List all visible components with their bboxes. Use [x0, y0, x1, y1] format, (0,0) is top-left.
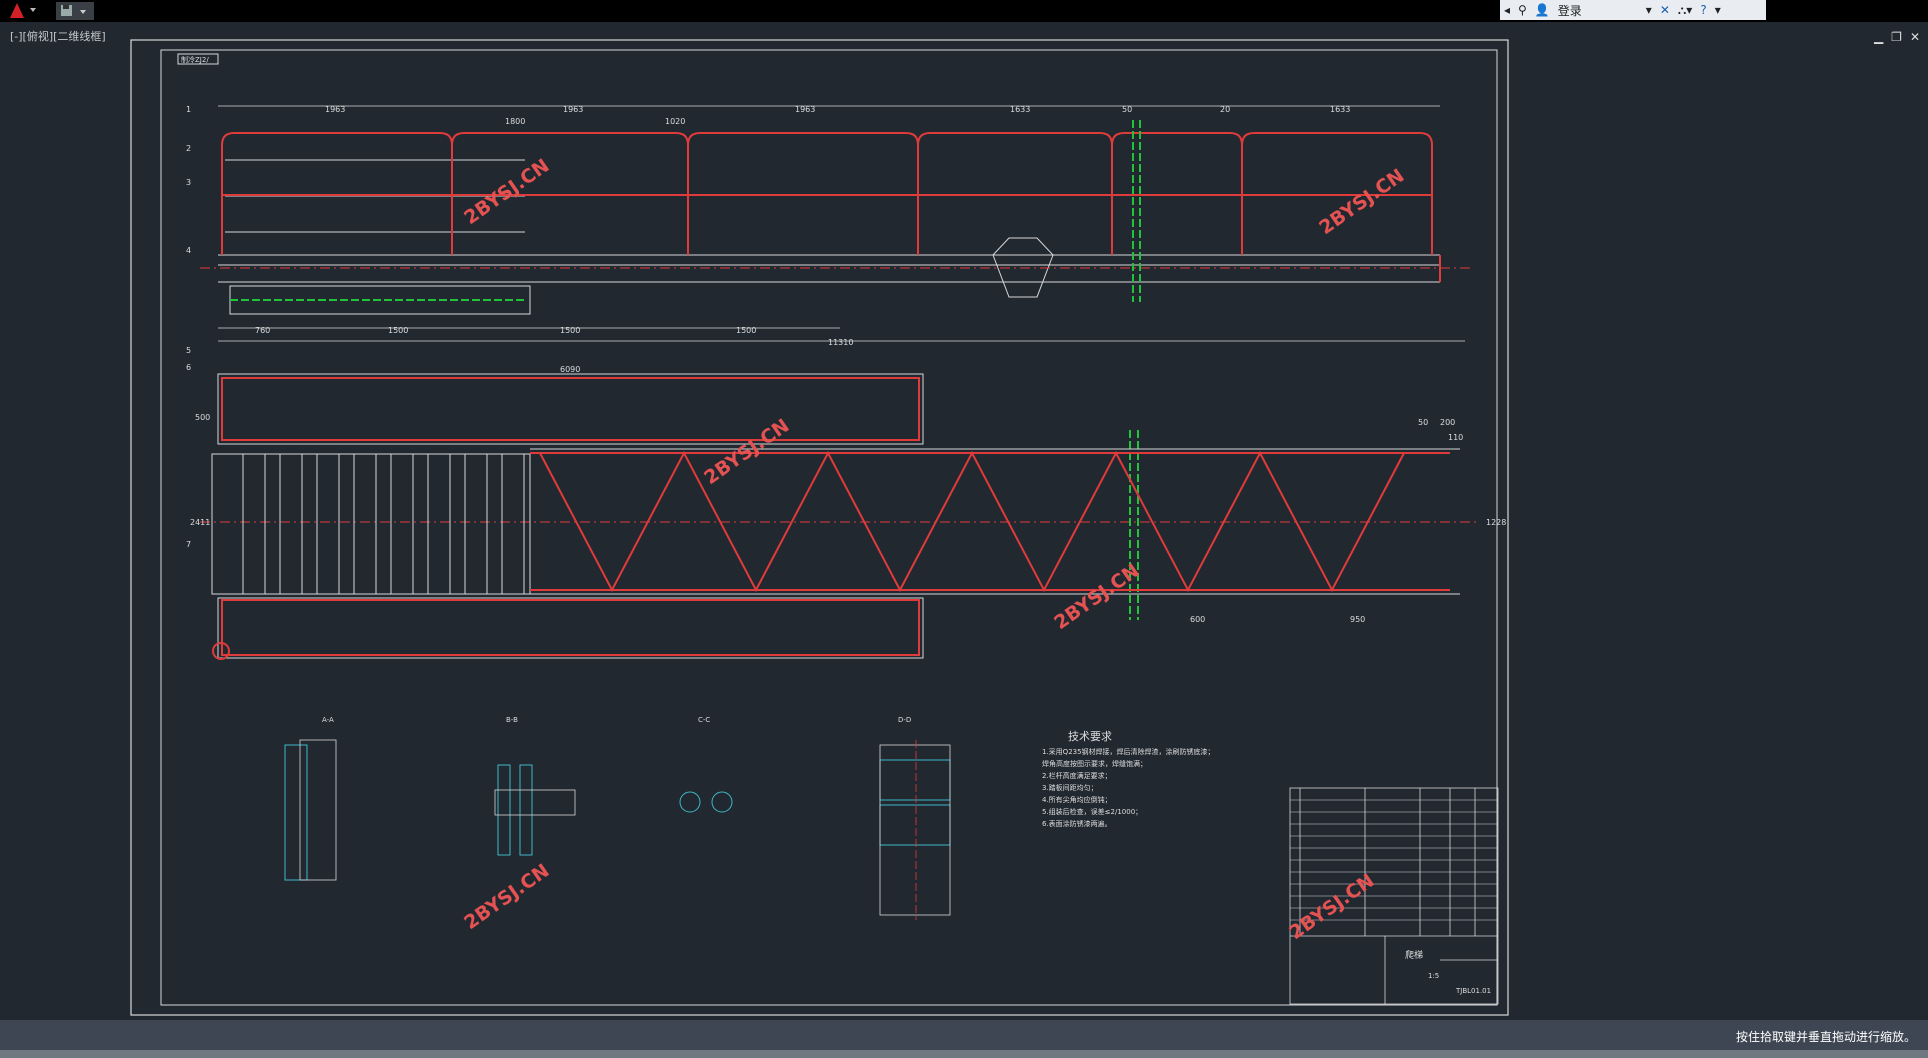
svg-text:3: 3 — [186, 178, 191, 187]
svg-text:4: 4 — [186, 246, 191, 255]
close-icon[interactable]: ✕ — [1909, 30, 1920, 44]
tech-req-line: 2.栏杆高度满足要求； — [1042, 771, 1112, 780]
svg-text:2: 2 — [186, 144, 191, 153]
svg-text:1: 1 — [186, 105, 191, 114]
tech-req-title: 技术要求 — [1068, 730, 1112, 743]
status-bar: 按住拾取键并垂直拖动进行缩放。 — [0, 1020, 1928, 1050]
svg-text:1228: 1228 — [1486, 518, 1506, 527]
application-title-bar — [0, 0, 1928, 22]
svg-text:600: 600 — [1190, 615, 1205, 624]
tech-req-line: 焊角高度按图示要求，焊缝饱满； — [1042, 759, 1147, 768]
svg-text:1963: 1963 — [325, 105, 345, 114]
svg-text:110: 110 — [1448, 433, 1463, 442]
tech-req-line: 3.踏板间距均匀； — [1042, 783, 1098, 792]
svg-text:2411: 2411 — [190, 518, 210, 527]
svg-text:1963: 1963 — [795, 105, 815, 114]
quick-access-save-icon[interactable] — [56, 2, 94, 20]
autocad-logo-icon[interactable] — [6, 1, 40, 20]
svg-text:50: 50 — [1418, 418, 1428, 427]
svg-text:1020: 1020 — [665, 117, 685, 126]
user-icon[interactable]: 👤 — [1534, 3, 1550, 17]
section-label-bb: B-B — [506, 716, 518, 724]
svg-text:11310: 11310 — [828, 338, 853, 347]
chevron-down-icon[interactable]: ▾ — [1645, 3, 1652, 17]
viewport-label[interactable]: [-][俯视][二维线框] — [10, 30, 106, 43]
title-block-part-no: TJBL01.01 — [1455, 987, 1491, 995]
section-label-aa: A-A — [322, 716, 334, 724]
svg-text:6: 6 — [186, 363, 191, 372]
infocenter-toolbar: ◂ ⚲ 👤 登录 ▾ ✕ ⛬▾ ? ▾ — [1500, 0, 1766, 20]
tech-req-line: 5.组装后检查，误差≤2/1000； — [1042, 807, 1142, 816]
a360-icon[interactable]: ⛬▾ — [1677, 2, 1693, 17]
minimize-icon[interactable]: ▁ — [1873, 30, 1884, 44]
svg-text:1633: 1633 — [1010, 105, 1030, 114]
svg-text:950: 950 — [1350, 615, 1365, 624]
svg-text:20: 20 — [1220, 105, 1230, 114]
svg-text:7: 7 — [186, 540, 191, 549]
chevron-left-icon[interactable]: ◂ — [1504, 3, 1511, 17]
title-block-name: 爬梯 — [1405, 949, 1423, 961]
svg-text:6090: 6090 — [560, 365, 580, 374]
svg-text:50: 50 — [1122, 105, 1132, 114]
svg-text:760: 760 — [255, 326, 270, 335]
svg-text:1500: 1500 — [736, 326, 756, 335]
watermarks: 2BYSJ.CN 2BYSJ.CN 2BYSJ.CN 2BYSJ.CN 2BYS… — [460, 155, 1408, 944]
help-chevron-icon[interactable]: ▾ — [1714, 3, 1721, 17]
svg-text:1500: 1500 — [388, 326, 408, 335]
title-block-scale: 1:5 — [1428, 972, 1439, 980]
tech-req-line: 4.所有尖角均应倒钝； — [1042, 795, 1112, 804]
drawing-title-tag: 制冷ZJ2/ — [181, 55, 209, 64]
tech-req-line: 1.采用Q235钢材焊接，焊后清除焊渣，涂刷防锈底漆； — [1042, 747, 1215, 756]
exchange-x-icon[interactable]: ✕ — [1659, 3, 1670, 17]
help-icon[interactable]: ? — [1700, 3, 1707, 17]
tech-req-line: 6.表面涂防锈漆两遍。 — [1042, 819, 1112, 828]
command-prompt-text: 按住拾取键并垂直拖动进行缩放。 — [1735, 1030, 1916, 1044]
svg-text:2BYSJ.CN: 2BYSJ.CN — [700, 415, 793, 489]
svg-text:2BYSJ.CN: 2BYSJ.CN — [460, 860, 553, 934]
balloons: 1 2 3 4 5 6 7 — [186, 105, 191, 549]
svg-text:1500: 1500 — [560, 326, 580, 335]
section-label-dd: D-D — [898, 716, 911, 724]
svg-text:2BYSJ.CN: 2BYSJ.CN — [1315, 165, 1408, 239]
svg-text:1963: 1963 — [563, 105, 583, 114]
restore-icon[interactable]: ❐ — [1891, 30, 1902, 44]
svg-text:2BYSJ.CN: 2BYSJ.CN — [460, 155, 553, 229]
svg-text:1800: 1800 — [505, 117, 525, 126]
svg-text:1633: 1633 — [1330, 105, 1350, 114]
svg-text:2BYSJ.CN: 2BYSJ.CN — [1285, 870, 1378, 944]
drawing-window-controls: ▁ ❐ ✕ — [1874, 30, 1920, 44]
svg-text:5: 5 — [186, 346, 191, 355]
svg-text:200: 200 — [1440, 418, 1455, 427]
login-button[interactable]: 登录 — [1557, 3, 1582, 18]
svg-text:500: 500 — [195, 413, 210, 422]
bottom-strip — [0, 1050, 1928, 1058]
binoculars-icon[interactable]: ⚲ — [1518, 3, 1527, 17]
section-label-cc: C-C — [698, 716, 710, 724]
